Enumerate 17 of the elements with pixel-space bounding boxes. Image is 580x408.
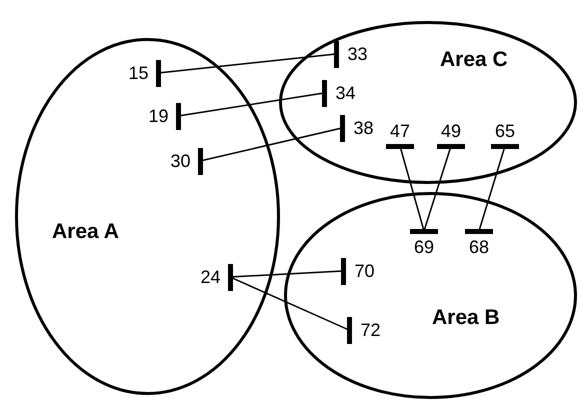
number-label: 65: [494, 122, 516, 140]
number-label: 47: [390, 122, 410, 140]
number-label: 30: [170, 150, 191, 172]
number-label: 34: [336, 82, 356, 104]
number-label: 24: [200, 266, 221, 288]
number-label: 49: [440, 122, 462, 140]
number-label: 68: [468, 238, 490, 256]
number-label: 69: [414, 238, 434, 256]
number-label: 33: [348, 44, 368, 64]
number-label: 72: [360, 320, 381, 340]
number-label: 70: [354, 260, 375, 282]
number-label: 15: [128, 62, 149, 84]
area-label: Area C: [440, 48, 508, 72]
number-label: 19: [148, 106, 169, 126]
area-label: Area A: [52, 220, 119, 244]
number-label: 38: [354, 118, 374, 138]
area-label: Area B: [432, 306, 500, 330]
